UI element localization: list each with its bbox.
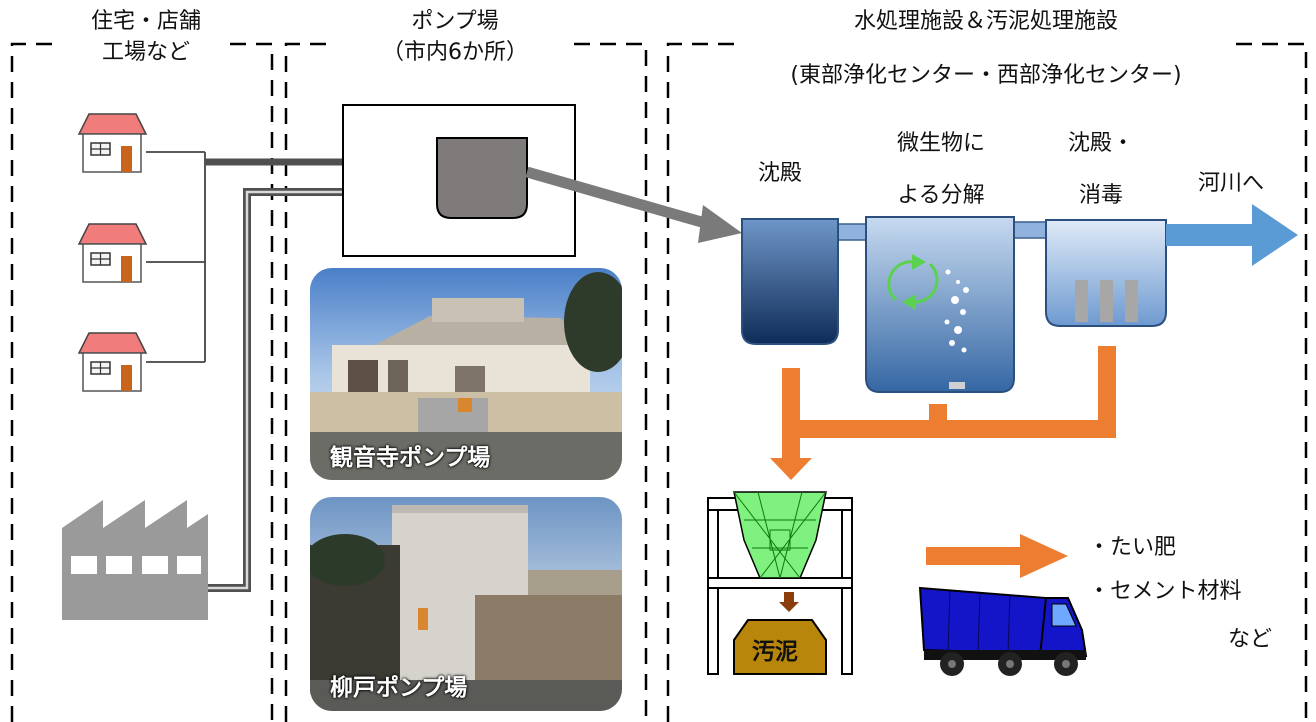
house-icon <box>77 223 148 283</box>
sedimentation-tank <box>741 218 839 345</box>
pump-title-line1: ポンプ場 <box>411 9 499 34</box>
microbial-label: 微生物に よる分解 <box>866 118 1016 222</box>
treatment-title-line1: 水処理施設＆汚泥処理施設 <box>853 9 1118 34</box>
house-icon <box>77 113 148 173</box>
microbial-label-line1: 微生物に <box>896 131 985 156</box>
bubbles <box>944 269 969 353</box>
biological-tank <box>865 216 1015 393</box>
sludge-pile <box>733 619 827 675</box>
yanagido-pump-photo <box>310 497 622 711</box>
microbial-label-line2: よる分解 <box>897 183 985 208</box>
final-stage-label-line1: 沈殿・ <box>1067 131 1134 156</box>
sludge-label: 汚泥 <box>752 639 798 665</box>
to-river-arrow <box>1166 204 1298 266</box>
use-etc: など <box>1228 627 1273 652</box>
house-connectors <box>146 151 206 363</box>
pump-title-line2: （市内6か所） <box>382 40 528 65</box>
sources-title-line1: 住宅・店舗 <box>90 9 201 34</box>
baffles <box>1075 280 1138 322</box>
yanagido-caption: 柳戸ポンプ場 <box>330 675 468 701</box>
section-frames <box>10 42 1308 722</box>
to-river-label: 河川へ <box>1198 171 1265 196</box>
pump-frame <box>284 42 648 722</box>
kannonji-pump-photo <box>310 268 622 480</box>
factory-icon <box>62 500 208 620</box>
sources-title-line2: 工場など <box>101 40 190 65</box>
pump-icon <box>436 137 528 219</box>
diffuser <box>949 382 965 389</box>
sludge-collection-pipes <box>770 346 1116 480</box>
final-stage-label-line2: 消毒 <box>1078 183 1123 208</box>
pump-title: ポンプ場 （市内6か所） <box>336 6 574 68</box>
house-icon <box>77 332 148 392</box>
hopper-icon <box>707 491 853 675</box>
sedimentation-label: 沈殿 <box>758 161 803 186</box>
sludge-to-uses-arrow <box>926 534 1068 578</box>
final-stage-label: 沈殿・ 消毒 <box>1046 118 1156 222</box>
use-compost: ・たい肥 <box>1088 535 1177 560</box>
treatment-title-line2: (東部浄化センター・西部浄化センター) <box>790 63 1182 88</box>
sources-title: 住宅・店舗 工場など <box>62 6 230 68</box>
use-cement: ・セメント材料 <box>1088 579 1242 604</box>
pump-to-plant-arrow <box>525 166 742 243</box>
kannonji-caption: 観音寺ポンプ場 <box>330 445 491 471</box>
sources-frame <box>10 42 274 722</box>
treatment-frame <box>666 42 1308 722</box>
recycle-icon <box>887 254 939 310</box>
dump-truck-icon <box>918 586 1088 676</box>
